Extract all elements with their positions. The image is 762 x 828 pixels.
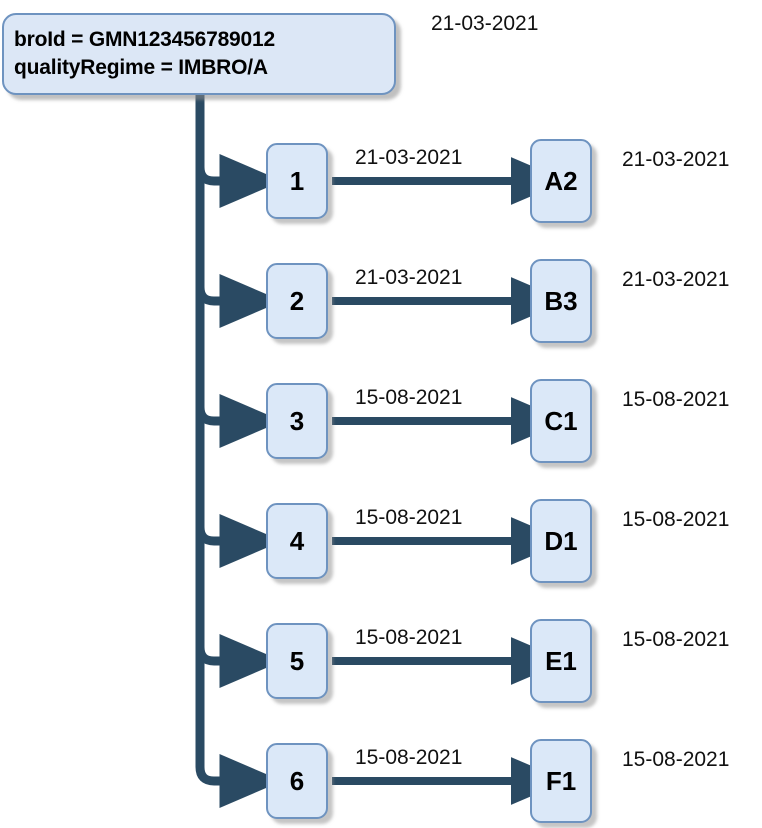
target-node-6[interactable]: F1 [530, 739, 592, 823]
edge-date-1: 21-03-2021 [355, 146, 463, 169]
branch-elbow-4 [195, 514, 283, 568]
edge-date-2: 21-03-2021 [355, 266, 463, 289]
edge-date-4: 15-08-2021 [355, 506, 463, 529]
root-node[interactable]: broId = GMN123456789012 qualityRegime = … [2, 13, 396, 95]
target-node-5[interactable]: E1 [530, 619, 592, 703]
target-date-6: 15-08-2021 [622, 748, 730, 771]
branch-elbow-2 [195, 274, 283, 328]
target-date-3: 15-08-2021 [622, 388, 730, 411]
target-node-2[interactable]: B3 [530, 259, 592, 343]
target-date-2: 21-03-2021 [622, 268, 730, 291]
source-node-1[interactable]: 1 [266, 143, 328, 219]
edge-date-6: 15-08-2021 [355, 746, 463, 769]
target-date-1: 21-03-2021 [622, 148, 730, 171]
branch-elbow-1 [195, 154, 283, 208]
root-bro-id: broId = GMN123456789012 [14, 28, 275, 51]
source-node-3[interactable]: 3 [266, 383, 328, 459]
source-node-2[interactable]: 2 [266, 263, 328, 339]
target-date-5: 15-08-2021 [622, 628, 730, 651]
target-node-3[interactable]: C1 [530, 379, 592, 463]
edge-date-5: 15-08-2021 [355, 626, 463, 649]
root-quality-regime: qualityRegime = IMBRO/A [14, 56, 268, 79]
trunk-line [195, 95, 283, 808]
target-node-4[interactable]: D1 [530, 499, 592, 583]
target-date-4: 15-08-2021 [622, 508, 730, 531]
root-date-label: 21-03-2021 [431, 12, 539, 35]
source-node-6[interactable]: 6 [266, 743, 328, 819]
source-node-5[interactable]: 5 [266, 623, 328, 699]
branch-elbow-5 [195, 634, 283, 688]
target-node-1[interactable]: A2 [530, 139, 592, 223]
edge-date-3: 15-08-2021 [355, 386, 463, 409]
source-node-4[interactable]: 4 [266, 503, 328, 579]
branch-elbow-3 [195, 394, 283, 448]
